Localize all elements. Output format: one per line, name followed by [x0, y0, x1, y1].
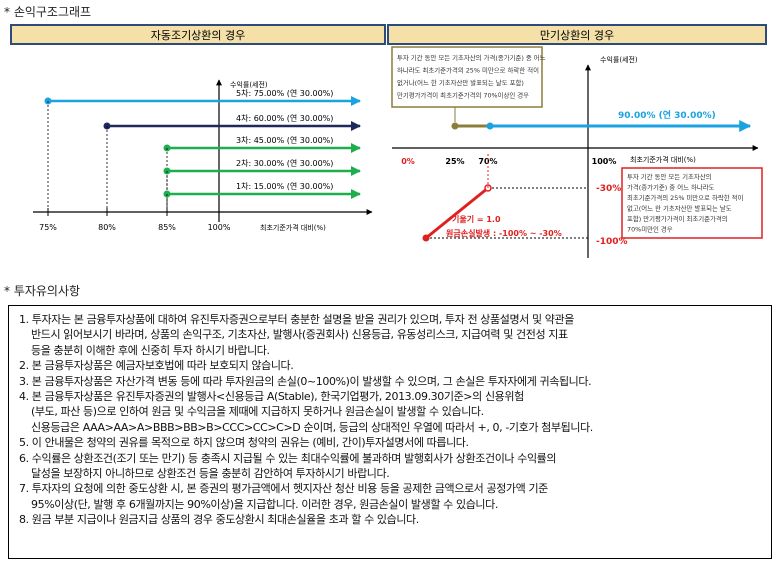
left-redemption-arrows: 5차: 75.00% (연 30.00%) 4차: 60.00% (연 30.00…: [44, 89, 361, 212]
tick-0: 0%: [401, 157, 415, 166]
right-header-title: 만기상환의 경우: [540, 29, 614, 42]
profit-structure-diagram: 자동조기상환의 경우 만기상환의 경우 수익률(세전) 최초기준가격 대비(%)…: [10, 24, 767, 258]
left-x-label: 최초기준가격 대비(%): [260, 223, 326, 232]
note-line: 70%미만인 경우: [627, 225, 673, 234]
tick-100: 100%: [592, 157, 617, 166]
left-tick-label: 100%: [208, 223, 231, 232]
gain-label: 90.00% (연 30.00%): [618, 110, 716, 121]
note-bottom-box: [621, 167, 763, 239]
y-label-minus100: -100%: [596, 237, 628, 247]
left-header-title: 자동조기상환의 경우: [151, 29, 246, 42]
slope-label: 기울기 = 1.0: [452, 214, 501, 224]
redemption-label: 1차: 15.00% (연 30.00%): [236, 182, 333, 191]
notice-item-line: 1. 투자자는 본 금융투자상품에 대하여 유진투자증권으로부터 충분한 설명을…: [19, 313, 574, 326]
notice-item-line: 달성을 보장하지 아니하므로 상환조건 등을 충분히 감안하여 투자하시기 바랍…: [31, 467, 390, 481]
right-x-label: 최초기준가격 대비(%): [630, 155, 696, 164]
olive-dot: [451, 122, 459, 130]
left-tick-label: 80%: [98, 223, 116, 232]
notice-item-line: 신용등급은 AAA>AA>A>BBB>BB>B>CCC>CC>C>D 순이며, …: [31, 420, 593, 434]
note-line: 없고(어느 한 기초자산만 발표되는 날도: [627, 204, 732, 213]
redemption-label: 2차: 30.00% (연 30.00%): [236, 159, 333, 168]
tick-25: 25%: [445, 157, 464, 166]
note-line: 없거나(어느 한 기초자산만 발표되는 날도 포함): [397, 78, 524, 87]
note-line: 포함) 만기평가가격이 최초기준가격의: [627, 214, 728, 223]
section-title-notices: * 투자유의사항: [4, 284, 81, 298]
redemption-label: 3차: 45.00% (연 30.00%): [236, 136, 333, 145]
left-header-bar: [10, 24, 386, 45]
notice-item-line: (부도, 파산 등)으로 인하여 원금 및 수익금을 제때에 지급하지 못하거나…: [31, 405, 484, 419]
notice-item-line: 2. 본 금융투자상품은 예금자보호법에 따라 보호되지 않습니다.: [19, 359, 294, 373]
left-tick-label: 75%: [39, 223, 57, 232]
right-header-bar: [387, 24, 767, 45]
notice-item-line: 6. 수익률은 상환조건(조기 또는 만기) 등 충족시 지급될 수 있는 최대…: [19, 451, 557, 465]
note-top-box: [391, 46, 543, 108]
note-line: 하나라도 최초기준가격의 25% 미만으로 하락한 적이: [397, 66, 539, 75]
y-label-minus30: -30%: [596, 184, 621, 194]
section-title-profit-graph: * 손익구조그래프: [4, 5, 92, 19]
note-line: 가격(종가기준) 중 어느 하나라도: [627, 183, 715, 192]
notice-item-line: 8. 원금 부분 지급이나 원금지급 상품의 경우 중도상환시 최대손실율을 초…: [19, 513, 419, 527]
investment-notice-box: 1. 투자자는 본 금융투자상품에 대하여 유진투자증권으로부터 충분한 설명을…: [8, 305, 772, 559]
notice-list: 1. 투자자는 본 금융투자상품에 대하여 유진투자증권으로부터 충분한 설명을…: [19, 312, 761, 528]
note-line: 최초기준가격의 25% 미만으로 하락한 적이: [627, 193, 744, 202]
left-y-label: 수익률(세전): [230, 80, 268, 89]
note-line: 투자 기간 동안 모든 기초자산의: [627, 172, 712, 181]
loss-label: 원금손실발생 : -100% ~ -30%: [446, 228, 562, 238]
left-tick-label: 85%: [158, 223, 176, 232]
gain-dot: [486, 122, 494, 130]
redemption-label: 4차: 60.00% (연 30.00%): [236, 114, 333, 123]
notice-item-line: 3. 본 금융투자상품은 자산가격 변동 등에 따라 투자원금의 손실(0~10…: [19, 374, 592, 388]
notice-item-line: 5. 이 안내물은 청약의 권유를 목적으로 하지 않으며 청약의 권유는 (예…: [19, 436, 469, 450]
notice-item-line: 95%이상(단, 발행 후 6개월까지는 90%이상)을 지급합니다. 이러한 …: [31, 497, 498, 511]
notice-item-line: 4. 본 금융투자상품은 유진투자증권의 발행사<신용등급 A(Stable),…: [19, 390, 524, 404]
loss-dot: [422, 234, 430, 242]
tick-70: 70%: [478, 157, 497, 166]
notice-item-line: 7. 투자자의 요청에 의한 중도상환 시, 본 증권의 평가금액에서 헷지자산…: [19, 482, 548, 496]
right-y-label: 수익률(세전): [600, 55, 638, 64]
loss-line: [425, 186, 489, 240]
redemption-label: 5차: 75.00% (연 30.00%): [236, 89, 333, 98]
note-line: 만기평가가격이 최초기준가격의 70%이상인 경우: [397, 91, 529, 100]
note-line: 투자 기간 동안 모든 기초자산의 가격(종가기준) 중 어느: [397, 53, 546, 62]
notice-item-line: 반드시 읽어보시기 바라며, 상품의 손익구조, 기초자산, 발행사(증권회사)…: [31, 328, 568, 342]
notice-item-line: 등을 충분히 이해한 후에 신중히 투자 하시기 바랍니다.: [31, 343, 270, 357]
